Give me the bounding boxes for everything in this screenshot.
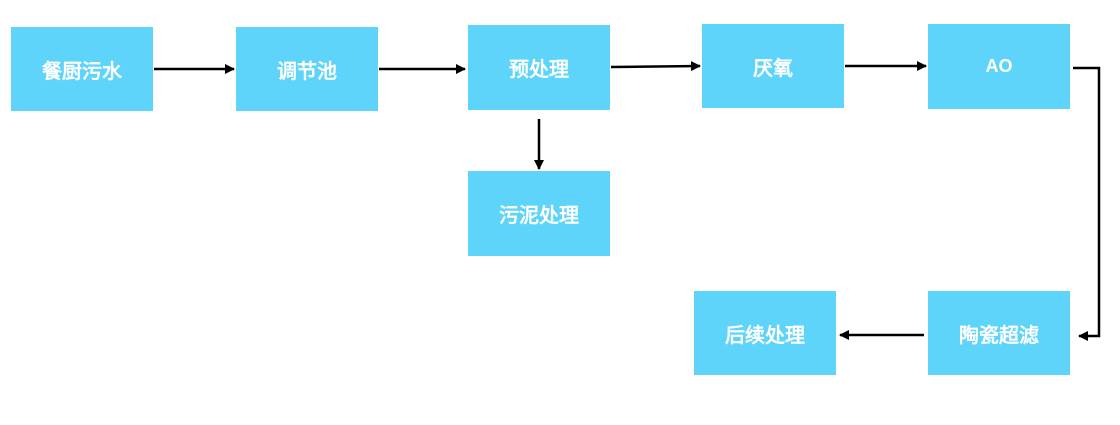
arrow-ao-to-ultrafiltration bbox=[1073, 66, 1101, 341]
node-pretreatment: 预处理 bbox=[468, 25, 610, 110]
node-post-treatment: 后续处理 bbox=[694, 291, 836, 375]
node-ao: AO bbox=[928, 24, 1070, 109]
arrow-pretreatment-to-anaerobic bbox=[610, 61, 701, 72]
node-equalization-tank: 调节池 bbox=[236, 27, 378, 111]
node-sludge-treatment: 污泥处理 bbox=[468, 171, 610, 256]
node-kitchen-wastewater: 餐厨污水 bbox=[11, 27, 153, 111]
node-anaerobic: 厌氧 bbox=[702, 24, 844, 108]
node-ceramic-ultrafiltration: 陶瓷超滤 bbox=[928, 291, 1070, 375]
